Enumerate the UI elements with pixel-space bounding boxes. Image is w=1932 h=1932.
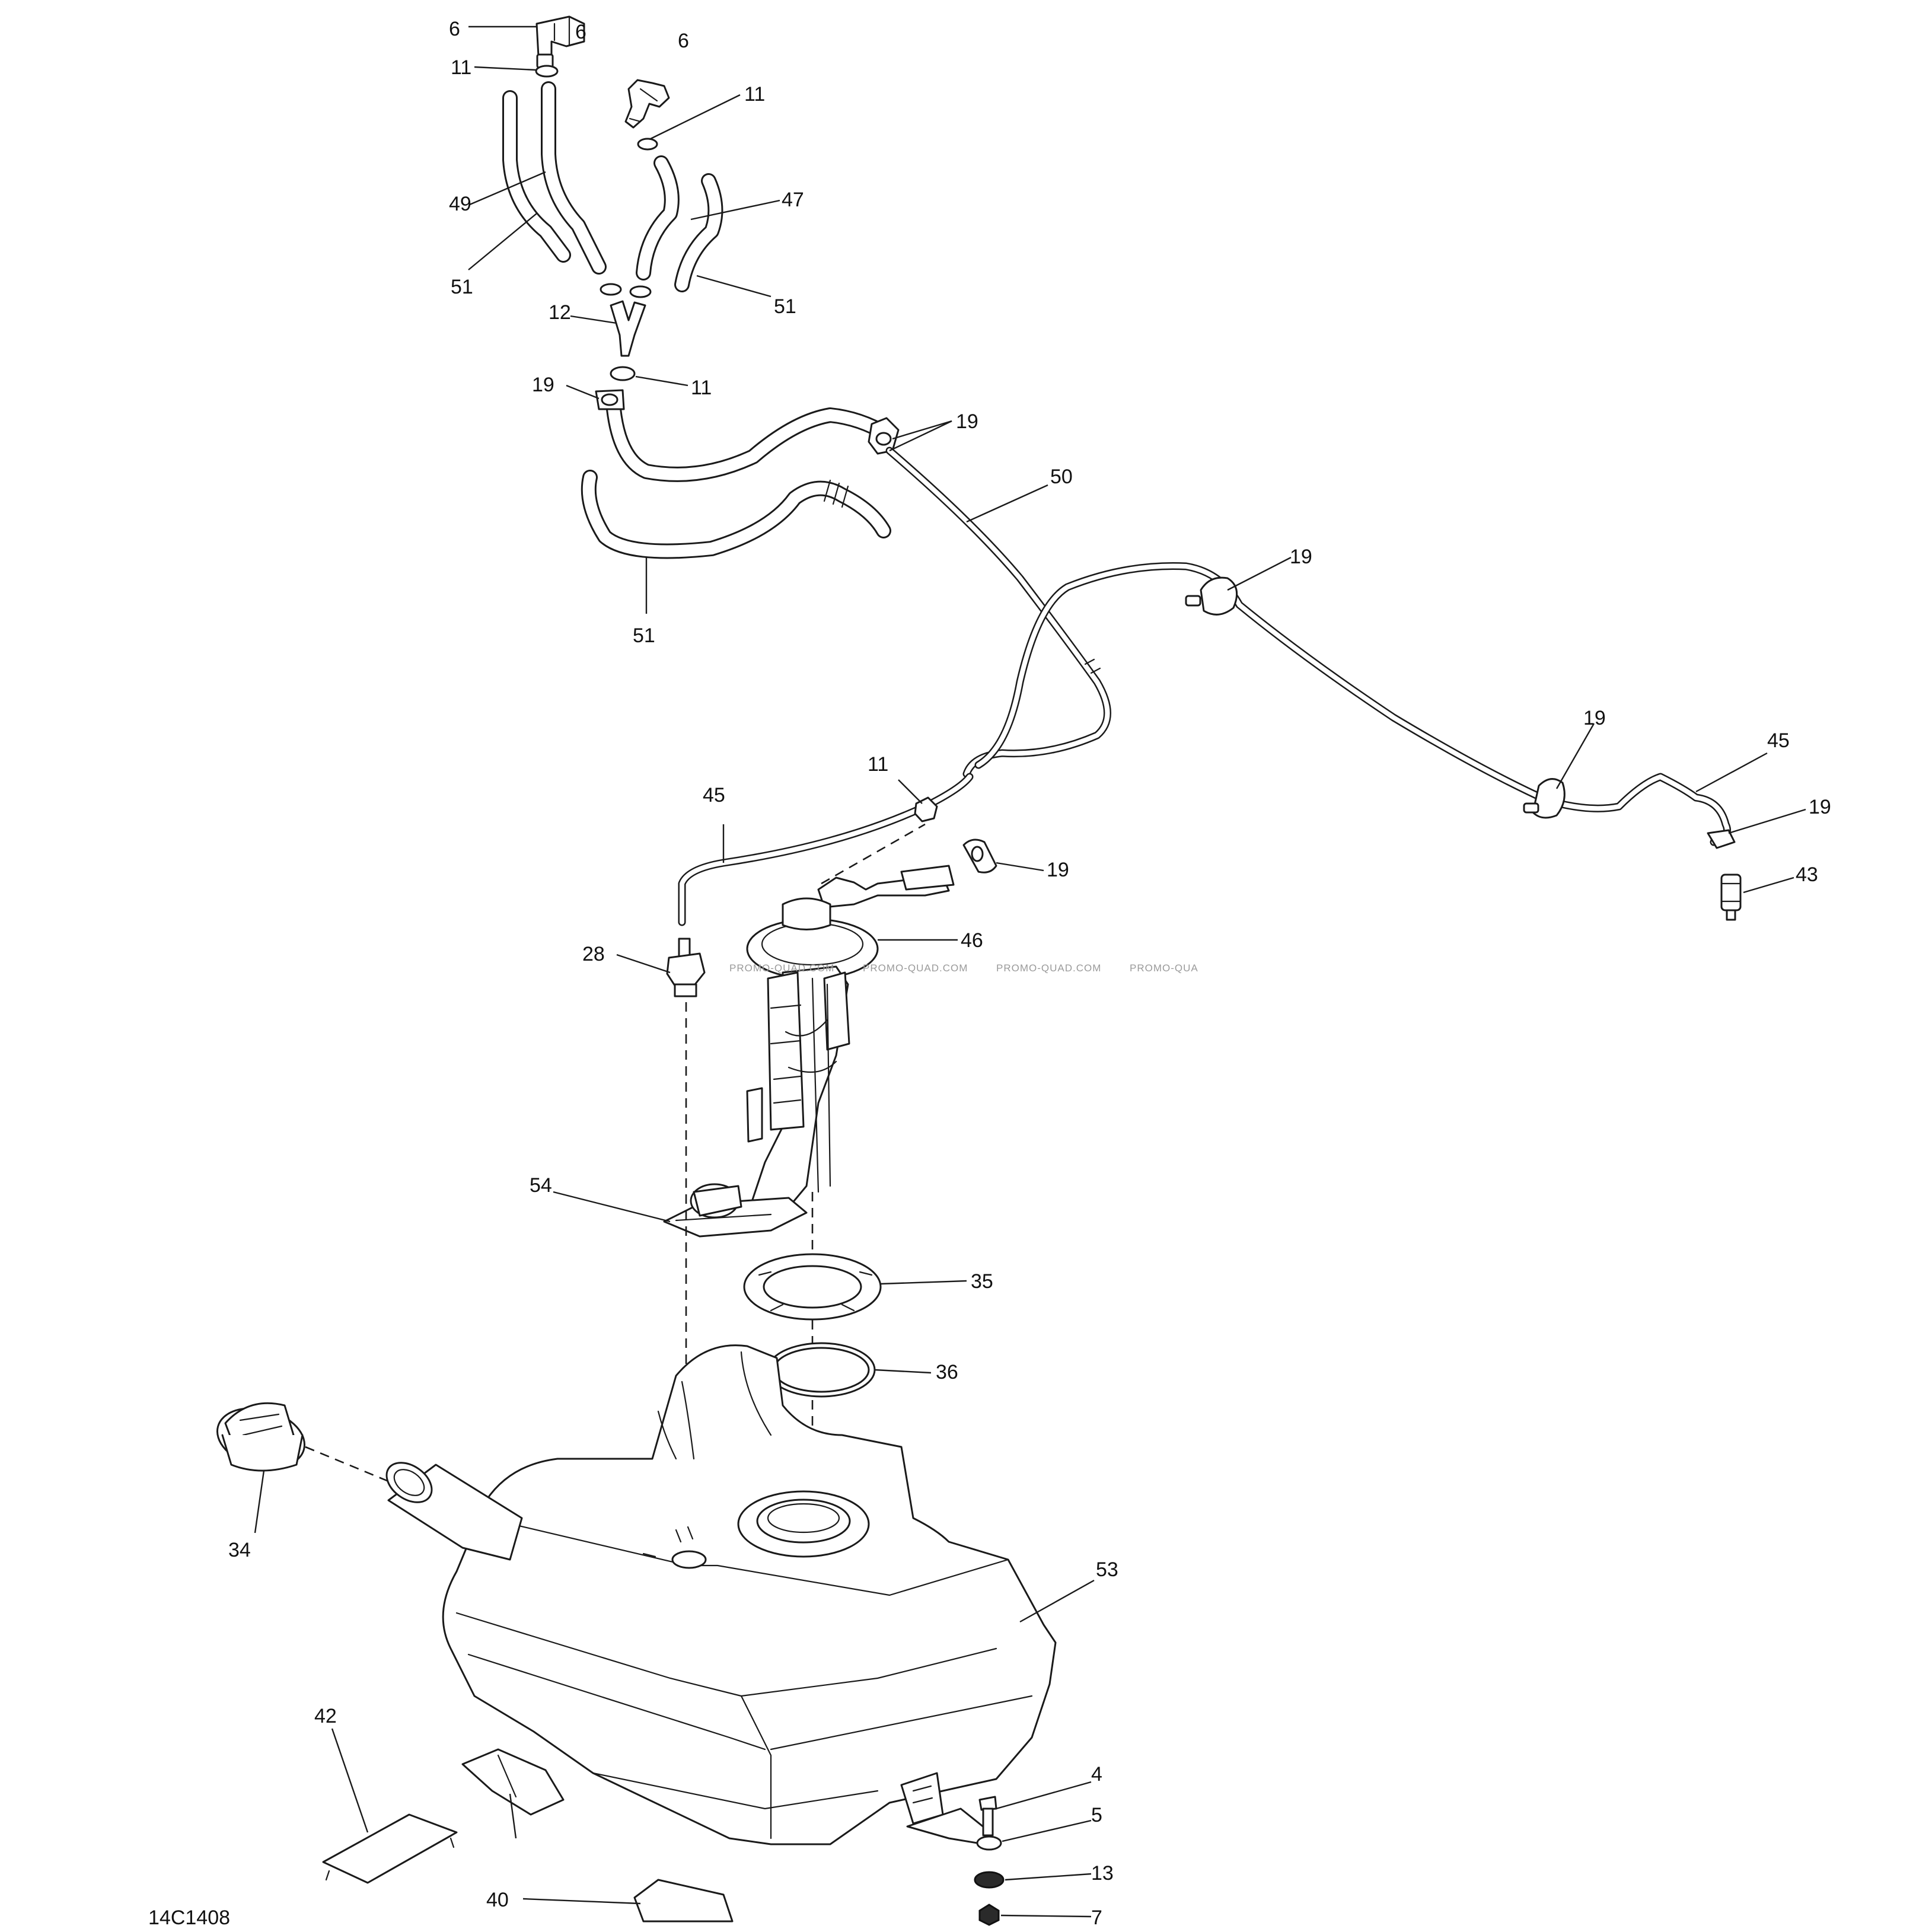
callout-7: 7 xyxy=(1091,1907,1102,1929)
fuel-line-45-left xyxy=(678,773,974,926)
callout-47: 47 xyxy=(782,189,804,211)
callout-40: 40 xyxy=(486,1889,509,1911)
washer-5 xyxy=(976,1835,1002,1851)
callout-11-b: 11 xyxy=(744,83,765,106)
watermark-1: PROMO-QUAD.COM xyxy=(729,962,834,974)
callout-11-a: 11 xyxy=(451,56,471,79)
watermark-2: PROMO-QUAD.COM xyxy=(863,962,968,974)
protective-sleeve-51-right xyxy=(674,173,723,292)
rubber-washer-13 xyxy=(974,1871,1005,1889)
callout-11-d: 11 xyxy=(868,753,888,776)
clamp-11-y xyxy=(610,366,636,381)
pad-40-lower xyxy=(633,1879,734,1923)
callout-6-c: 6 xyxy=(678,30,689,52)
callout-36: 36 xyxy=(936,1361,958,1383)
vent-hose-main xyxy=(606,401,894,482)
callout-13: 13 xyxy=(1091,1862,1114,1885)
callout-45-a: 45 xyxy=(1767,729,1790,752)
pad-40-upper xyxy=(461,1748,565,1816)
callout-42: 42 xyxy=(314,1705,337,1727)
fuel-sender-54 xyxy=(663,1183,808,1238)
clamp-11-top-left xyxy=(535,65,559,78)
bolt-4 xyxy=(978,1796,997,1837)
callout-6-a: 6 xyxy=(449,18,460,40)
callout-5: 5 xyxy=(1091,1804,1102,1826)
callout-12: 12 xyxy=(549,301,571,324)
clamp-11-line xyxy=(914,796,938,822)
elbow-fitting-6-left xyxy=(535,15,585,69)
drawing-code: 14C1408 xyxy=(148,1907,230,1929)
nut-7 xyxy=(978,1904,1000,1926)
clamp-19-right-b xyxy=(1523,778,1566,819)
callout-51-c: 51 xyxy=(633,624,655,647)
callout-49: 49 xyxy=(449,193,471,215)
callout-43: 43 xyxy=(1796,863,1818,886)
callout-6-b: 6 xyxy=(575,21,586,43)
vent-hose-47 xyxy=(636,155,680,280)
vent-valve-28 xyxy=(666,938,706,997)
watermark-4: PROMO-QUA xyxy=(1130,962,1198,974)
callout-11-c: 11 xyxy=(691,377,712,399)
callout-35: 35 xyxy=(971,1270,993,1293)
fuel-line-45-right xyxy=(974,562,1731,846)
fuel-pump-module-46 xyxy=(746,865,955,1223)
clamp-19-right-a xyxy=(1185,576,1238,616)
protective-sleeve-51-long xyxy=(581,470,891,559)
callout-34: 34 xyxy=(228,1539,251,1561)
pad-42 xyxy=(322,1813,458,1884)
callout-53: 53 xyxy=(1096,1558,1118,1581)
gasket-36 xyxy=(767,1342,876,1398)
fuel-cap-34 xyxy=(216,1402,306,1472)
callout-19-f: 19 xyxy=(1047,859,1069,881)
dashed-guide-34 xyxy=(305,1446,392,1484)
callout-4: 4 xyxy=(1091,1763,1102,1786)
callout-51-a: 51 xyxy=(451,276,473,298)
callout-28: 28 xyxy=(582,943,605,965)
callout-19-e: 19 xyxy=(1809,796,1831,818)
callout-19-d: 19 xyxy=(1583,707,1606,729)
clamp-19-loose xyxy=(962,839,997,873)
watermark-strip: PROMO-QUAD.COM PROMO-QUAD.COM PROMO-QUAD… xyxy=(729,962,1198,974)
protective-sleeve-51-left xyxy=(502,90,571,263)
callout-46: 46 xyxy=(961,929,983,952)
callout-labels: 6 6 6 11 11 49 47 51 51 12 11 19 19 50 5… xyxy=(228,18,1831,1929)
callout-50: 50 xyxy=(1050,466,1073,488)
elbow-fitting-6-right xyxy=(624,79,670,129)
callout-54: 54 xyxy=(530,1174,552,1197)
clamp-19-right-c xyxy=(1707,829,1736,849)
watermark-3: PROMO-QUAD.COM xyxy=(996,962,1101,974)
fuel-filter-43 xyxy=(1720,873,1742,921)
leader-lines xyxy=(254,25,1806,1918)
clamp-11-top-right xyxy=(637,138,658,151)
clamp-pair xyxy=(600,283,652,298)
callout-19-c: 19 xyxy=(1290,546,1312,568)
callout-19-b: 19 xyxy=(956,410,978,433)
clamp-19-upper-left xyxy=(595,389,625,410)
fuel-tank-53 xyxy=(385,1344,1057,1845)
lock-ring-35 xyxy=(743,1253,882,1321)
callout-19-a: 19 xyxy=(532,374,554,396)
callout-51-b: 51 xyxy=(774,295,796,318)
callout-45-b: 45 xyxy=(703,784,725,806)
vent-hose-49 xyxy=(541,81,607,275)
y-connector-12 xyxy=(610,300,646,357)
fuel-line-50 xyxy=(885,447,1111,778)
